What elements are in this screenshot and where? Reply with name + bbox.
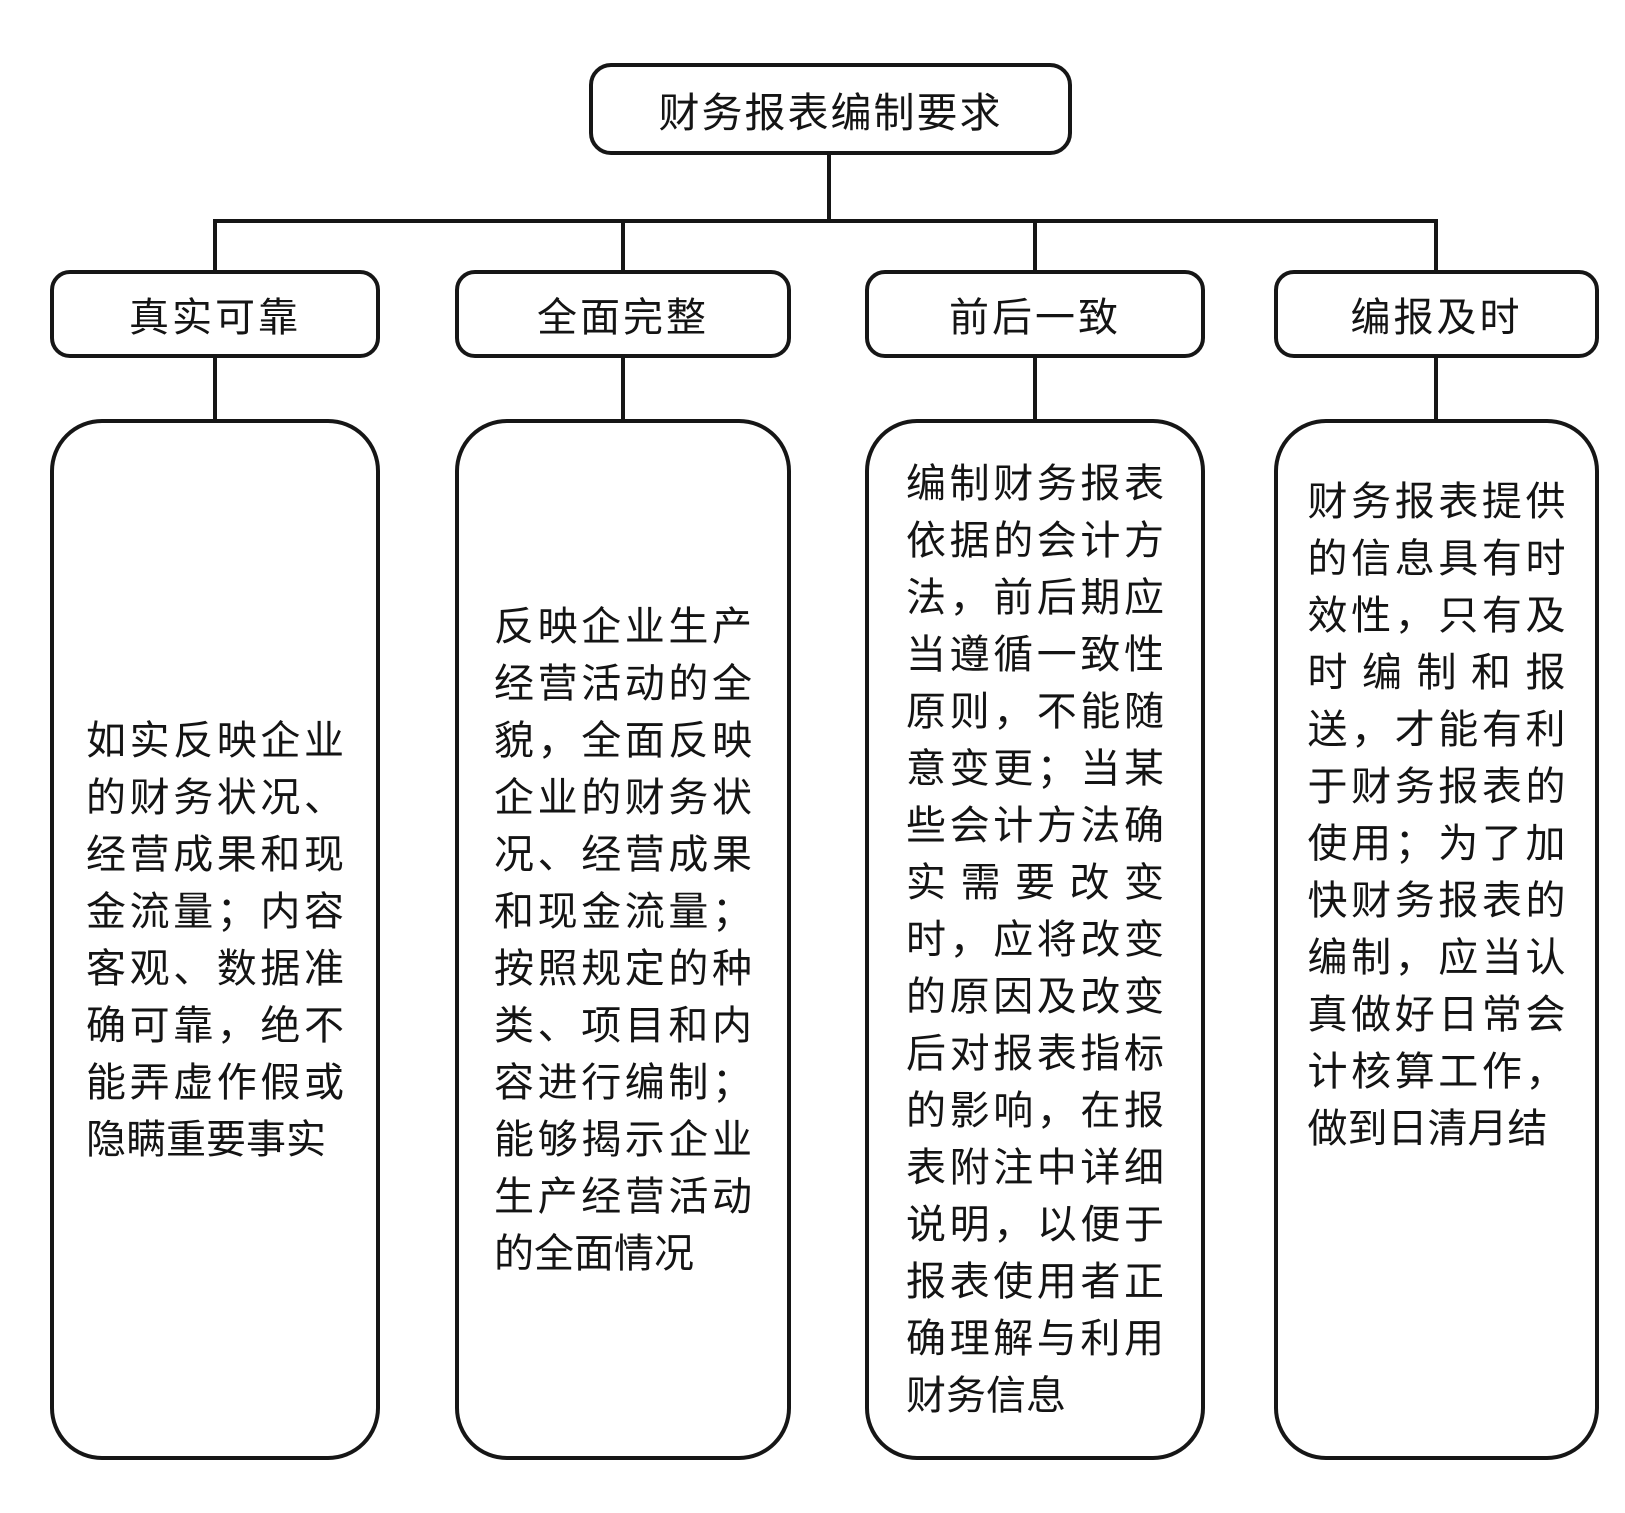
branch-title-box-3: 前后一致 bbox=[865, 270, 1205, 358]
branch-detail-box-4: 财务报表提供的信息具有时效性，只有及时编制和报送，才能有利于财务报表的使用；为了… bbox=[1274, 419, 1599, 1460]
connector-root-stem bbox=[827, 155, 831, 221]
branch-title-label-3: 前后一致 bbox=[949, 295, 1121, 340]
root-node: 财务报表编制要求 bbox=[589, 63, 1072, 155]
connector-drop-2 bbox=[621, 219, 625, 270]
connector-drop-3 bbox=[1033, 219, 1037, 270]
branch-title-label-1: 真实可靠 bbox=[129, 295, 301, 340]
connector-sub-1 bbox=[213, 358, 217, 419]
branch-detail-box-2: 反映企业生产经营活动的全貌，全面反映企业的财务状况、经营成果和现金流量；按照规定… bbox=[455, 419, 791, 1460]
connector-sub-2 bbox=[621, 358, 625, 419]
branch-detail-text-3: 编制财务报表依据的会计方法，前后期应当遵循一致性原则，不能随意变更；当某些会计方… bbox=[906, 461, 1164, 1418]
branch-title-label-2: 全面完整 bbox=[537, 295, 709, 340]
connector-drop-1 bbox=[213, 219, 217, 270]
branch-title-label-4: 编报及时 bbox=[1350, 295, 1523, 340]
branch-detail-text-4: 财务报表提供的信息具有时效性，只有及时编制和报送，才能有利于财务报表的使用；为了… bbox=[1307, 479, 1566, 1151]
branch-detail-box-3: 编制财务报表依据的会计方法，前后期应当遵循一致性原则，不能随意变更；当某些会计方… bbox=[865, 419, 1205, 1460]
root-node-label: 财务报表编制要求 bbox=[658, 90, 1003, 136]
branch-title-box-4: 编报及时 bbox=[1274, 270, 1599, 358]
connector-horizontal-bar bbox=[213, 219, 1438, 223]
branch-detail-text-2: 反映企业生产经营活动的全貌，全面反映企业的财务状况、经营成果和现金流量；按照规定… bbox=[494, 603, 752, 1276]
branch-detail-text-1: 如实反映企业的财务状况、经营成果和现金流量；内容客观、数据准确可靠，绝不能弄虚作… bbox=[86, 717, 344, 1162]
connector-sub-4 bbox=[1434, 358, 1438, 419]
branch-title-box-2: 全面完整 bbox=[455, 270, 791, 358]
connector-sub-3 bbox=[1033, 358, 1037, 419]
connector-drop-4 bbox=[1434, 219, 1438, 270]
branch-title-box-1: 真实可靠 bbox=[50, 270, 380, 358]
branch-detail-box-1: 如实反映企业的财务状况、经营成果和现金流量；内容客观、数据准确可靠，绝不能弄虚作… bbox=[50, 419, 380, 1460]
